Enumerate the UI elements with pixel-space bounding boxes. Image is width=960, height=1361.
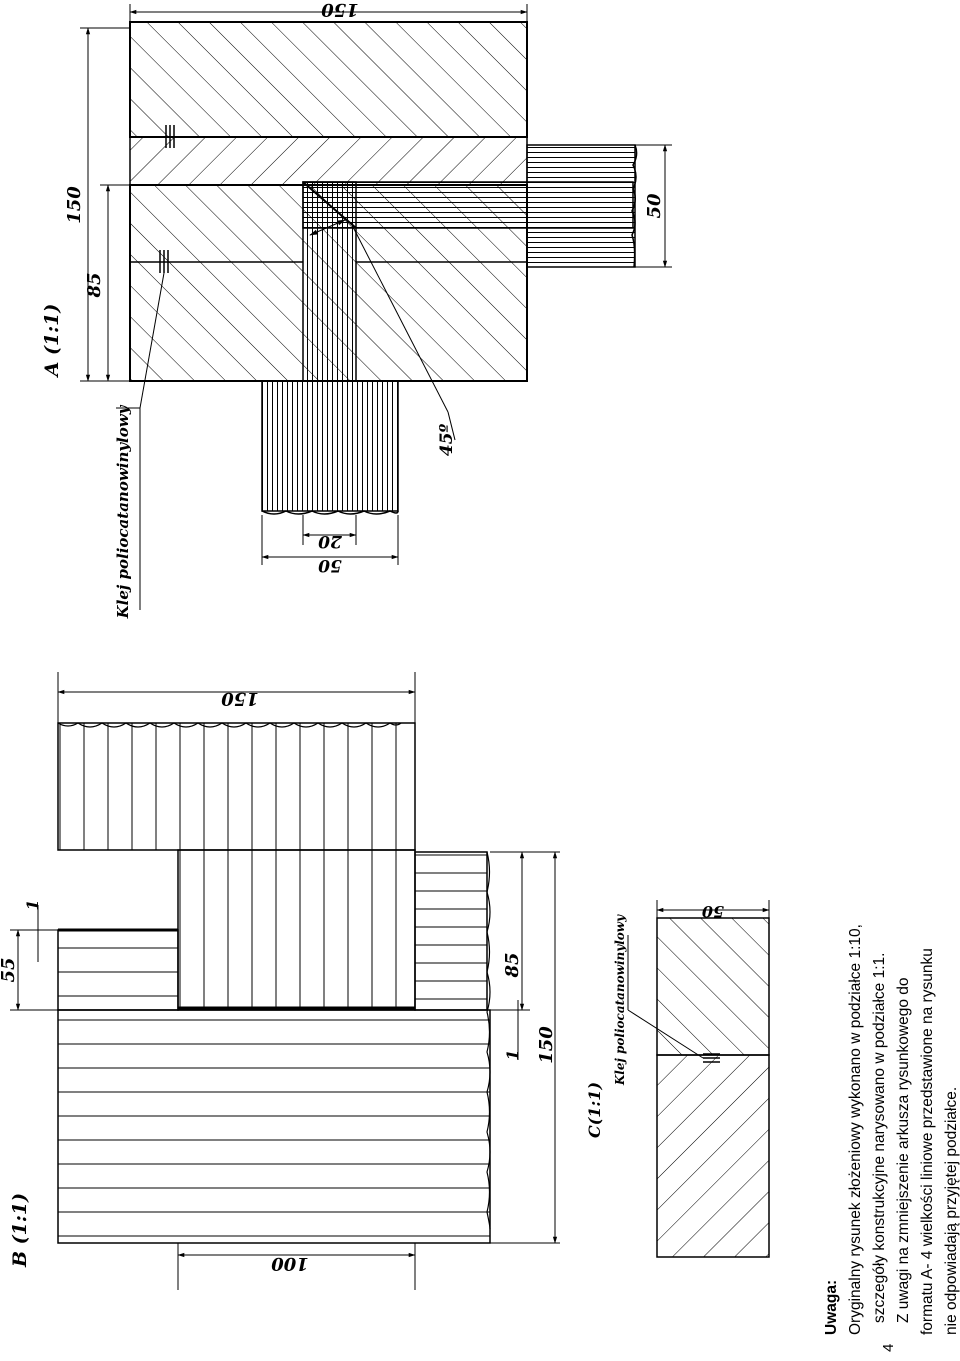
view-b-dim-gap-right: 1: [503, 1049, 522, 1060]
view-a-dim-stock: 50: [318, 555, 342, 575]
view-a-dim-width: 150: [321, 0, 359, 20]
view-b-tenon: [177, 849, 416, 1011]
note-line: szczegóły konstrukcyjne narysowano w pod…: [871, 952, 888, 1323]
view-a-board-vertical: [302, 181, 357, 382]
note-line: Oryginalny rysunek złożeniowy wykonano w…: [847, 924, 864, 1335]
view-c-dim-thickness: 50: [702, 902, 724, 921]
view-c-upper: [656, 917, 770, 1056]
view-b-right-block: [414, 851, 488, 1011]
view-b: 150 1 55 85 1 150 100 B (1:1): [0, 672, 560, 1290]
view-b-title: B (1:1): [9, 1193, 31, 1268]
view-a-angle: 45º: [437, 423, 457, 456]
view-b-dim-top: 55: [0, 957, 19, 982]
view-c-lower: [656, 1054, 770, 1258]
view-a: 150 150 85 A (1:1) 50 45º 20 50 Klej pol…: [41, 0, 672, 619]
view-c: 50 Klej poliocatanowinylowy C(1:1): [585, 900, 770, 1258]
view-a-block-upper: [129, 21, 528, 138]
view-a-dim-tenon: 20: [318, 531, 343, 551]
view-b-dim-width: 150: [221, 688, 259, 709]
view-a-block-middle: [129, 136, 528, 186]
view-b-left-block: [57, 929, 179, 1011]
note-line: formatu A- 4 wielkości liniowe przedstaw…: [919, 948, 936, 1335]
view-b-dim-gap-top: 1: [23, 899, 42, 910]
view-c-title: C(1:1): [585, 1082, 604, 1138]
note-block: Uwaga: Oryginalny rysunek złożeniowy wyk…: [820, 715, 960, 1335]
view-b-dim-base: 100: [271, 1253, 309, 1274]
view-a-title: A (1:1): [41, 304, 63, 379]
view-b-lower-block: [57, 1009, 491, 1244]
page-number: 4: [880, 1343, 897, 1352]
note-line: nie odpowiadają przyjętej podziałce.: [943, 1086, 960, 1335]
note-title: Uwaga:: [823, 1279, 840, 1335]
view-a-glue-label: Klej poliocatanowinylowy: [114, 404, 132, 619]
note-line: Z uwagi na zmniejszenie arkusza rysunkow…: [895, 977, 912, 1323]
view-c-glue-label: Klej poliocatanowinylowy: [613, 914, 627, 1086]
view-a-dim-lower: 85: [84, 272, 105, 298]
view-b-upper-board: [57, 722, 416, 851]
view-a-board-right: [526, 144, 636, 268]
view-a-board-bottom: [261, 380, 399, 512]
view-a-dim-overall: 150: [64, 186, 85, 224]
view-a-dim-board: 50: [644, 193, 665, 219]
view-b-dim-overall: 150: [536, 1026, 557, 1064]
view-b-dim-right-85: 85: [502, 952, 523, 978]
